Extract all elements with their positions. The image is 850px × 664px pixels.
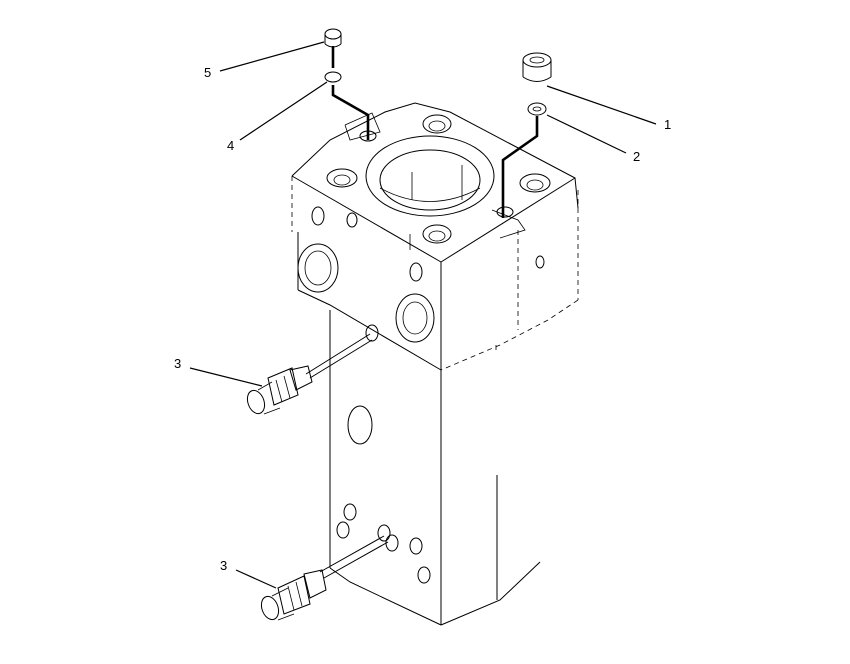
valve-body-upper-block	[291, 102, 579, 371]
fitting-part-3-lower	[260, 535, 389, 621]
bolt-part-1	[522, 52, 552, 82]
callout-5: 5	[204, 65, 211, 80]
leader-1	[546, 85, 657, 125]
washer-part-2	[527, 102, 547, 116]
center-bore	[365, 135, 495, 250]
bolt-path-left	[331, 85, 370, 140]
washer-part-4	[324, 71, 342, 83]
leader-4	[239, 81, 328, 141]
leader-lines	[189, 41, 657, 589]
top-bolt-holes	[326, 114, 551, 244]
bolt-path-right	[501, 116, 539, 218]
leader-3-lower	[235, 569, 277, 589]
callout-2: 2	[633, 149, 640, 164]
callout-4: 4	[227, 138, 234, 153]
leader-3-upper	[189, 367, 263, 387]
callout-3-upper: 3	[174, 356, 181, 371]
leader-2	[546, 114, 627, 154]
callout-1: 1	[664, 117, 671, 132]
bolt-part-5	[324, 28, 342, 48]
side-ports	[297, 206, 545, 343]
valve-body-lower-column	[329, 310, 541, 626]
fitting-part-3-upper	[246, 333, 373, 415]
leader-5	[219, 41, 325, 72]
callout-3-lower: 3	[220, 558, 227, 573]
